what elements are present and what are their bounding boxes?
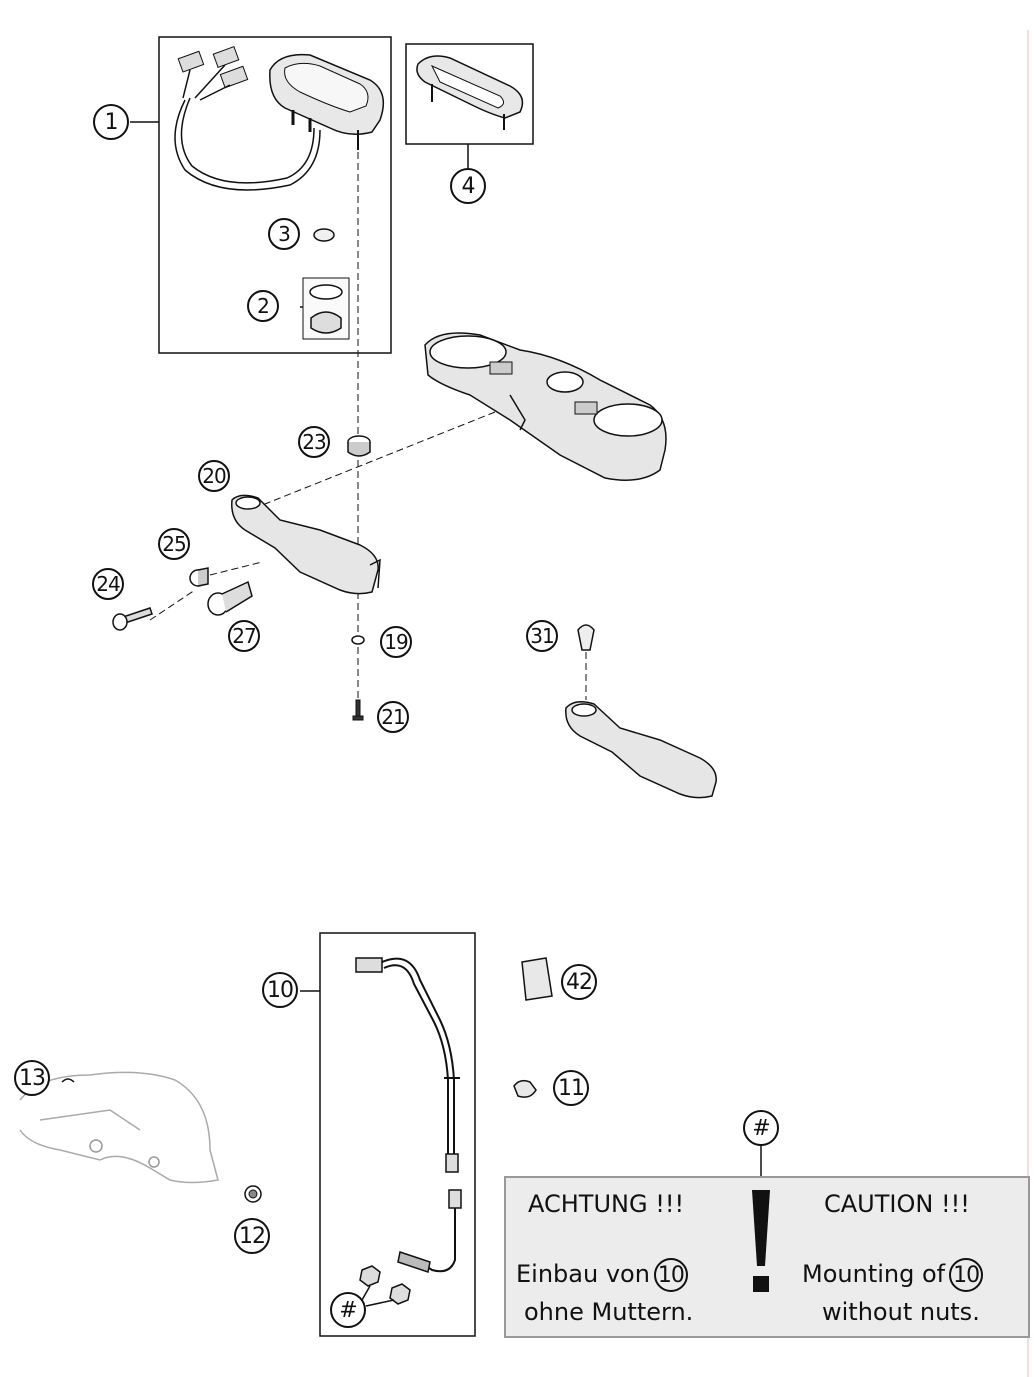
part-27-sleeve xyxy=(207,580,253,616)
callout-2: 2 xyxy=(247,290,279,322)
nuts xyxy=(359,1265,411,1307)
exclamation-icon xyxy=(752,1190,770,1292)
callout-10: 10 xyxy=(262,972,298,1008)
caution-de-ref: 10 xyxy=(653,1258,688,1292)
part-3-ring xyxy=(313,228,335,242)
part-12-bushing xyxy=(244,1185,262,1203)
part-11-clip xyxy=(513,1079,537,1098)
callout-12: 12 xyxy=(234,1218,270,1254)
callout-hash-top: # xyxy=(743,1110,779,1146)
wheel-speed-sensor-part xyxy=(355,957,462,1273)
callout-23: 23 xyxy=(298,426,330,458)
part-21-screw xyxy=(352,699,364,721)
caution-en-ref: 10 xyxy=(949,1258,984,1292)
part-20-holder xyxy=(231,494,381,595)
part-24-screw xyxy=(112,607,153,631)
callout-21: 21 xyxy=(377,701,409,733)
callout-19: 19 xyxy=(380,626,412,658)
triple-clamp-part xyxy=(424,332,667,481)
callout-20: 20 xyxy=(198,460,230,492)
callout-hash-bottom: # xyxy=(330,1292,366,1328)
part-19-washer xyxy=(351,635,365,645)
part-31-holder xyxy=(565,701,717,799)
group-box-1 xyxy=(158,36,392,354)
group-box-10 xyxy=(319,932,476,1337)
axis-line-diagonal xyxy=(249,411,496,511)
caution-de-line2: ohne Muttern. xyxy=(524,1298,694,1326)
caution-en-line2: without nuts. xyxy=(822,1298,980,1326)
caution-en-line1-text: Mounting of xyxy=(802,1260,946,1288)
callout-11: 11 xyxy=(553,1070,589,1106)
caution-de-title: ACHTUNG !!! xyxy=(528,1190,685,1218)
cable-connectors xyxy=(177,46,249,101)
display-bezel-part xyxy=(416,55,524,130)
callout-42: 42 xyxy=(561,964,597,1000)
callout-4: 4 xyxy=(450,168,486,204)
caution-en-title: CAUTION !!! xyxy=(824,1190,970,1218)
group-box-4 xyxy=(405,43,534,145)
callout-27: 27 xyxy=(228,620,260,652)
callout-24: 24 xyxy=(92,568,124,600)
part-13-disc-guard xyxy=(19,1071,219,1184)
callout-13: 13 xyxy=(14,1060,50,1096)
callout-25: 25 xyxy=(158,528,190,560)
caution-de-line1-text: Einbau von xyxy=(516,1260,650,1288)
callout-3: 3 xyxy=(268,218,300,250)
callout-1: 1 xyxy=(93,104,129,140)
part-25-bushing xyxy=(189,567,209,587)
speedometer-part xyxy=(269,53,385,150)
part-42-clip xyxy=(521,957,553,1001)
part-23-grommet xyxy=(347,435,371,457)
callout-31: 31 xyxy=(526,620,558,652)
part-31-pin xyxy=(577,624,595,700)
speedometer-cable xyxy=(174,99,321,191)
